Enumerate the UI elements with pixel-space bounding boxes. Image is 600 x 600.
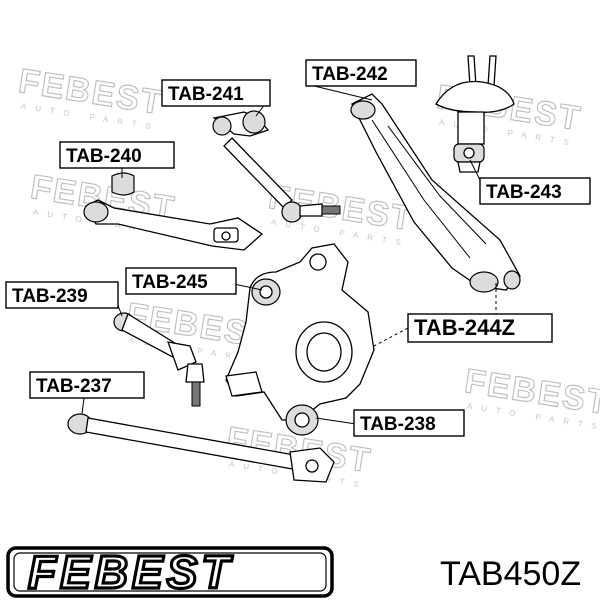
label-tab-241: TAB-241 (161, 79, 271, 107)
watermark: FEBEST AUTO PARTS (16, 61, 167, 132)
label-text: TAB-245 (132, 272, 208, 293)
lower-control-arm (67, 413, 335, 483)
label-text: TAB-241 (168, 84, 244, 105)
label-tab-240: TAB-240 (59, 141, 175, 169)
label-tab-237: TAB-237 (29, 371, 145, 399)
link-tab-240 (83, 172, 264, 251)
label-text: TAB-238 (360, 414, 436, 435)
watermark: FEBEST AUTO PARTS (462, 361, 600, 432)
label-tab-238: TAB-238 (353, 409, 465, 437)
logo-text: FEBEST (28, 546, 233, 598)
link-tab-241 (212, 110, 341, 223)
label-tab-243: TAB-243 (479, 177, 591, 205)
label-text: TAB-244Z (414, 315, 515, 340)
label-text: TAB-239 (12, 286, 88, 307)
label-text: TAB-240 (66, 146, 142, 167)
label-tab-239: TAB-239 (5, 281, 119, 309)
link-tab-239 (113, 312, 205, 407)
brand-logo: FEBEST (6, 544, 334, 600)
steering-knuckle (225, 243, 375, 436)
part-number: TAB450Z (440, 555, 581, 593)
label-tab-244z: TAB-244Z (407, 313, 553, 343)
label-tab-245: TAB-245 (125, 267, 237, 295)
label-text: TAB-242 (312, 64, 388, 85)
upper-control-arm (350, 93, 521, 293)
label-text: TAB-237 (36, 376, 112, 397)
shock-absorber (435, 55, 515, 173)
label-text: TAB-243 (486, 182, 562, 203)
label-tab-242: TAB-242 (305, 59, 417, 87)
